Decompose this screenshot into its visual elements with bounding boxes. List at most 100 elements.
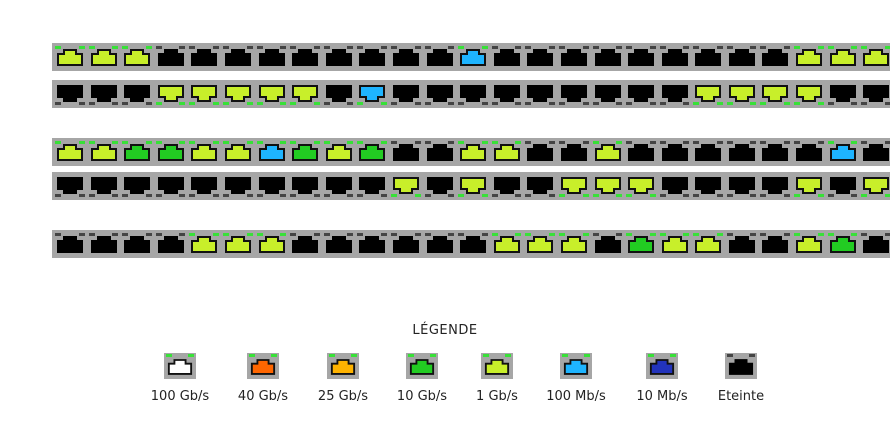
legend-port-icon	[164, 353, 196, 379]
port-1-bottom-3	[120, 82, 154, 106]
port-1-top-20	[691, 45, 725, 69]
port-1-bottom-23	[792, 82, 826, 106]
port-3-top-17	[591, 232, 625, 256]
port-2-top-8	[288, 140, 322, 164]
port-2-top-23	[792, 140, 826, 164]
port-2-bottom-6	[221, 174, 255, 198]
port-1-top-12	[423, 45, 457, 69]
port-2-top-1	[53, 140, 87, 164]
legend-port-icon	[560, 353, 592, 379]
port-1-top-4	[154, 45, 188, 69]
port-2-top-4	[154, 140, 188, 164]
port-2-bottom-20	[691, 174, 725, 198]
port-2-bottom-2	[87, 174, 121, 198]
port-1-top-9	[322, 45, 356, 69]
port-1-top-6	[221, 45, 255, 69]
port-2-top-18	[624, 140, 658, 164]
port-1-bottom-13	[456, 82, 490, 106]
port-3-top-10	[355, 232, 389, 256]
port-2-bottom-18	[624, 174, 658, 198]
port-1-bottom-6	[221, 82, 255, 106]
port-3-top-19	[658, 232, 692, 256]
port-1-bottom-25	[859, 82, 890, 106]
port-2-bottom-1	[53, 174, 87, 198]
port-3-top-15	[523, 232, 557, 256]
port-2-bottom-10	[355, 174, 389, 198]
port-2-bottom-8	[288, 174, 322, 198]
port-1-top-16	[557, 45, 591, 69]
port-1-top-18	[624, 45, 658, 69]
port-1-top-7	[255, 45, 289, 69]
port-3-top-8	[288, 232, 322, 256]
port-2-top-7	[255, 140, 289, 164]
port-1-bottom-22	[758, 82, 792, 106]
port-1-top-22	[758, 45, 792, 69]
port-2-top-2	[87, 140, 121, 164]
legend-port-icon	[406, 353, 438, 379]
port-3-top-13	[456, 232, 490, 256]
legend-item: 40 Gb/s	[218, 353, 308, 404]
port-2-bottom-15	[523, 174, 557, 198]
switch-1-top-row	[52, 43, 890, 71]
legend-port-icon	[646, 353, 678, 379]
legend-item: 10 Gb/s	[377, 353, 467, 404]
port-2-bottom-3	[120, 174, 154, 198]
port-1-top-1	[53, 45, 87, 69]
port-3-top-16	[557, 232, 591, 256]
port-3-top-22	[758, 232, 792, 256]
legend-label: 100 Gb/s	[150, 389, 210, 404]
port-2-bottom-11	[389, 174, 423, 198]
legend-port-icon	[725, 353, 757, 379]
port-3-top-25	[859, 232, 890, 256]
port-3-top-9	[322, 232, 356, 256]
port-1-bottom-4	[154, 82, 188, 106]
port-2-bottom-13	[456, 174, 490, 198]
port-1-top-2	[87, 45, 121, 69]
port-2-top-21	[725, 140, 759, 164]
port-2-top-6	[221, 140, 255, 164]
port-1-bottom-21	[725, 82, 759, 106]
port-2-top-10	[355, 140, 389, 164]
port-3-top-6	[221, 232, 255, 256]
port-2-bottom-23	[792, 174, 826, 198]
port-2-top-19	[658, 140, 692, 164]
port-2-top-17	[591, 140, 625, 164]
port-2-bottom-5	[187, 174, 221, 198]
port-1-bottom-24	[826, 82, 860, 106]
port-2-top-25	[859, 140, 890, 164]
legend-port-icon	[481, 353, 513, 379]
port-3-top-12	[423, 232, 457, 256]
port-1-top-24	[826, 45, 860, 69]
port-1-top-14	[490, 45, 524, 69]
port-1-bottom-16	[557, 82, 591, 106]
switch-2-bottom-row	[52, 172, 890, 200]
port-1-top-13	[456, 45, 490, 69]
legend-item: Eteinte	[696, 353, 786, 404]
port-1-bottom-19	[658, 82, 692, 106]
port-1-bottom-5	[187, 82, 221, 106]
switch-1-bottom-row	[52, 80, 890, 108]
port-1-top-11	[389, 45, 423, 69]
legend-item: 25 Gb/s	[298, 353, 388, 404]
port-1-top-21	[725, 45, 759, 69]
port-3-top-2	[87, 232, 121, 256]
port-1-bottom-9	[322, 82, 356, 106]
port-2-bottom-9	[322, 174, 356, 198]
port-2-bottom-16	[557, 174, 591, 198]
port-2-bottom-12	[423, 174, 457, 198]
legend-port-icon	[247, 353, 279, 379]
legend-label: 40 Gb/s	[237, 389, 289, 404]
port-2-bottom-4	[154, 174, 188, 198]
port-1-top-17	[591, 45, 625, 69]
port-1-bottom-10	[355, 82, 389, 106]
port-1-bottom-12	[423, 82, 457, 106]
port-3-top-20	[691, 232, 725, 256]
port-2-bottom-17	[591, 174, 625, 198]
switch-3-top-row	[52, 230, 890, 258]
port-2-top-11	[389, 140, 423, 164]
legend-port-icon	[327, 353, 359, 379]
legend-label: 1 Gb/s	[476, 389, 518, 404]
port-2-bottom-21	[725, 174, 759, 198]
port-1-bottom-11	[389, 82, 423, 106]
legend-title: LÉGENDE	[412, 323, 478, 338]
